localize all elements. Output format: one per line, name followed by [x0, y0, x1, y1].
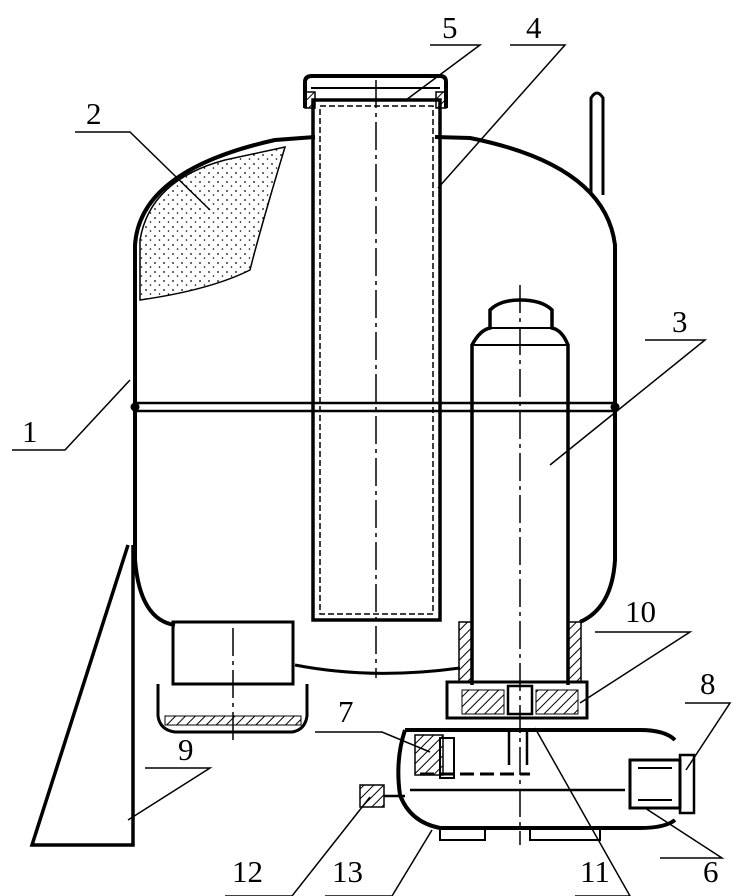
label-5: 5 [442, 10, 458, 45]
label-4: 4 [526, 10, 542, 45]
label-1: 1 [22, 414, 38, 449]
label-6: 6 [703, 854, 719, 889]
label-13: 13 [332, 854, 363, 889]
label-10: 10 [625, 594, 656, 629]
support-leg [29, 544, 135, 847]
bottom-assembly [359, 728, 696, 841]
label-2: 2 [86, 96, 102, 131]
vent-pipe [589, 91, 605, 195]
part-labels: 1 2 3 4 5 6 7 8 9 10 11 12 13 [22, 10, 719, 889]
center-lines [232, 80, 521, 845]
insulation-fill [139, 145, 287, 301]
leader-lines [12, 44, 732, 896]
label-12: 12 [232, 854, 263, 889]
tank-body [130, 135, 620, 675]
label-8: 8 [700, 666, 716, 701]
label-3: 3 [672, 304, 688, 339]
label-7: 7 [338, 694, 354, 729]
label-11: 11 [580, 854, 610, 889]
inner-cylinder [445, 298, 589, 720]
label-9: 9 [178, 732, 194, 767]
